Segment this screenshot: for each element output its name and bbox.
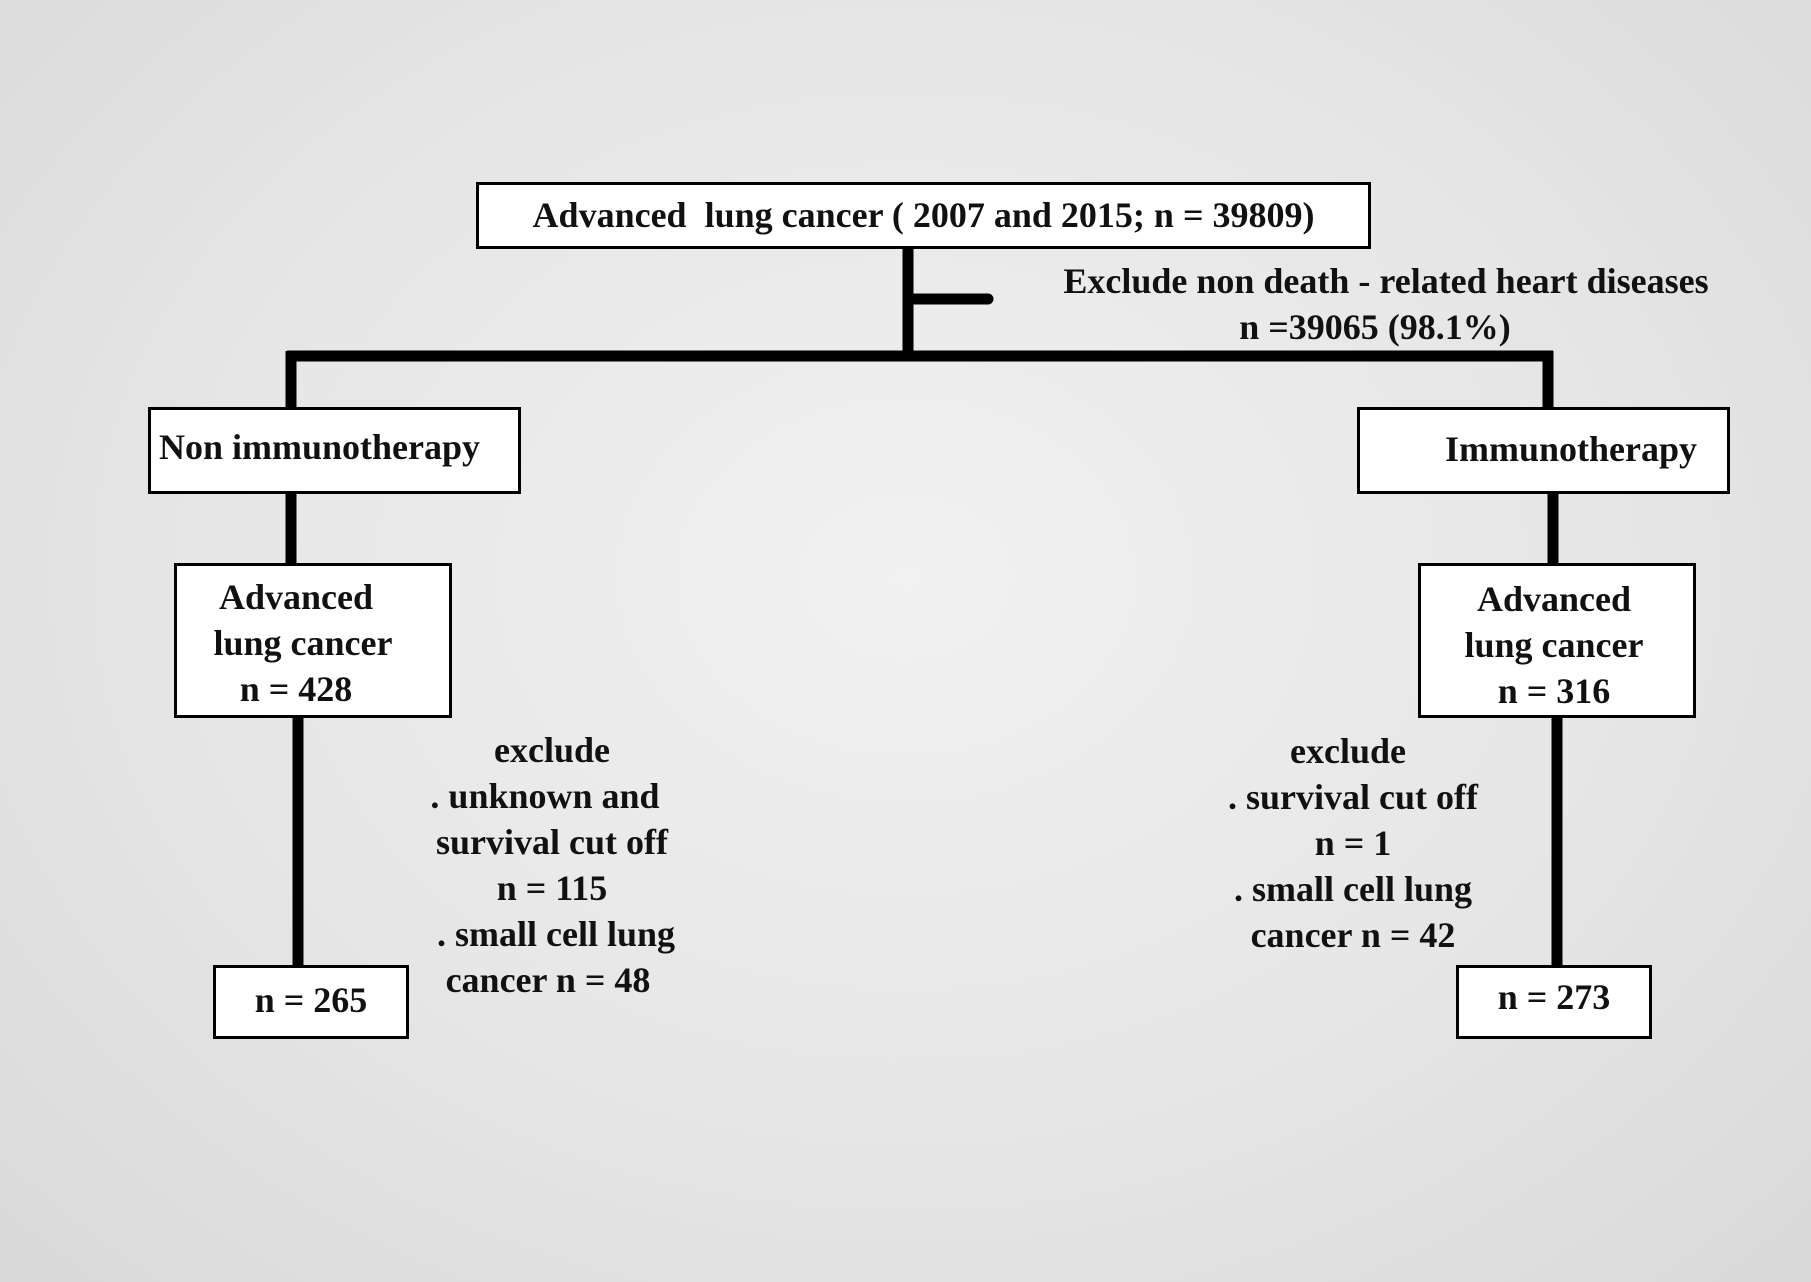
right-exclusion-line4: . small cell lung [1233, 869, 1472, 909]
right-cohort-box: Advanced lung cancer n = 316 [1418, 563, 1696, 718]
top-exclusion-note: Exclude non death - related heart diseas… [1010, 258, 1740, 350]
left-cohort-text: Advanced lung cancer n = 428 [177, 574, 429, 712]
left-exclusion-note: exclude . unknown and survival cut off n… [372, 727, 732, 1003]
left-exclusion-line1: exclude [494, 730, 610, 770]
top-exclusion-line2: n =39065 (98.1%) [1239, 307, 1511, 347]
left-cohort-line3: n = 428 [239, 669, 353, 709]
left-cohort-line1: Advanced [218, 577, 374, 617]
right-exclusion-line2: . survival cut off [1228, 777, 1478, 817]
top-exclusion-line1: Exclude non death - related heart diseas… [1063, 261, 1709, 301]
left-exclusion-line2: . unknown and [430, 776, 660, 816]
left-exclusion-line3: survival cut off [436, 822, 668, 862]
left-exclusion-line5: . small cell lung [436, 914, 675, 954]
left-final-box: n = 265 [213, 965, 409, 1039]
left-final-label: n = 265 [254, 980, 368, 1021]
right-exclusion-line5: cancer n = 42 [1250, 915, 1456, 955]
root-box: Advanced lung cancer ( 2007 and 2015; n … [476, 182, 1371, 249]
right-cohort-line3: n = 316 [1497, 671, 1611, 711]
right-final-label: n = 273 [1497, 977, 1611, 1018]
left-cohort-line2: lung cancer [213, 623, 393, 663]
left-group-label: Non immunotherapy [159, 426, 481, 467]
right-cohort-line1: Advanced [1476, 579, 1632, 619]
right-cohort-line2: lung cancer [1464, 625, 1644, 665]
right-group-box: Immunotherapy [1357, 407, 1730, 494]
root-label: Advanced lung cancer ( 2007 and 2015; n … [532, 194, 1315, 235]
left-exclusion-line4: n = 115 [496, 868, 608, 908]
left-exclusion-line6: cancer n = 48 [445, 960, 651, 1000]
right-cohort-text: Advanced lung cancer n = 316 [1415, 576, 1693, 714]
right-group-label: Immunotherapy [1444, 428, 1697, 469]
right-exclusion-line1: exclude [1290, 731, 1406, 771]
left-cohort-box: Advanced lung cancer n = 428 [174, 563, 452, 718]
right-exclusion-note: exclude . survival cut off n = 1 . small… [1183, 728, 1523, 958]
left-group-box: Non immunotherapy [148, 407, 521, 494]
right-final-box: n = 273 [1456, 965, 1652, 1039]
right-exclusion-line3: n = 1 [1314, 823, 1392, 863]
